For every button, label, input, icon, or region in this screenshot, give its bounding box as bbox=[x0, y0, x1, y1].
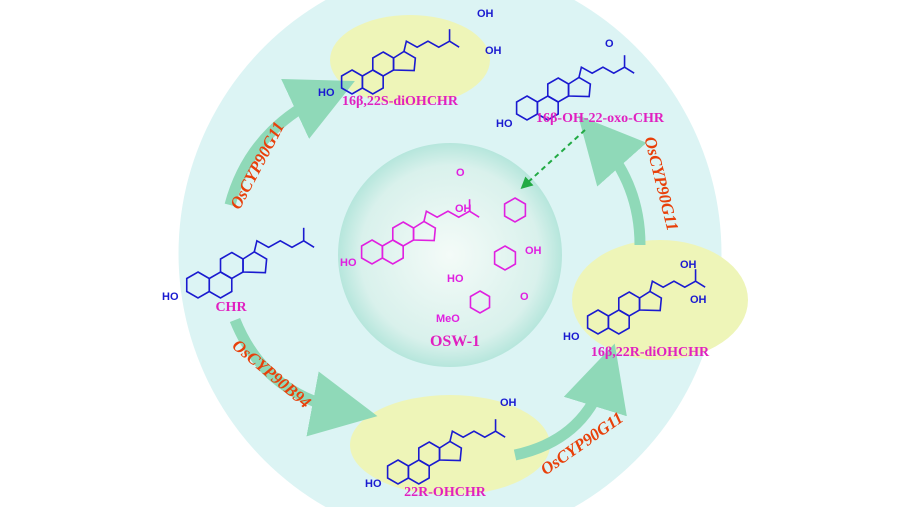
highlight-22r-oh bbox=[350, 395, 550, 495]
atom-label: O bbox=[456, 167, 465, 179]
highlight-22r-diol bbox=[572, 240, 748, 360]
compound-label-22s-diol: 16β,22S-diOHCHR bbox=[342, 94, 459, 109]
atom-label: MeO bbox=[436, 313, 460, 325]
atom-label: OH bbox=[680, 259, 697, 271]
atom-label: OH bbox=[477, 8, 494, 20]
atom-label: HO bbox=[162, 291, 179, 303]
arrow-chr-to-22s bbox=[224, 79, 355, 207]
atom-label: HO bbox=[340, 257, 357, 269]
compound-label-oxo: 16β-OH-22-oxo-CHR bbox=[536, 111, 665, 126]
atom-label: OH bbox=[455, 203, 472, 215]
atom-label: HO bbox=[496, 118, 513, 130]
chr-molecule-ring-d bbox=[242, 250, 268, 274]
arrow-diol-to-oxo bbox=[578, 115, 647, 246]
arrow-22r-to-diol bbox=[513, 343, 627, 461]
atom-label: O bbox=[520, 291, 529, 303]
atom-label: HO bbox=[318, 87, 335, 99]
arrow-chr-to-22r bbox=[229, 317, 378, 437]
diol-22r-molecule-ring-d bbox=[638, 290, 663, 312]
compound-label-chr: CHR bbox=[215, 300, 247, 315]
oxo-molecule-ring-d bbox=[567, 76, 592, 98]
atom-label: OH bbox=[500, 397, 517, 409]
center-sphere bbox=[338, 143, 562, 367]
osw1-sugar-1 bbox=[503, 197, 527, 223]
compound-label-osw1: OSW-1 bbox=[430, 333, 480, 350]
compound-label-22r-oh: 22R-OHCHR bbox=[404, 485, 487, 500]
atom-label: O bbox=[605, 38, 614, 50]
ohchr-22r-molecule-ring-d bbox=[438, 440, 463, 462]
atom-label: OH bbox=[485, 45, 502, 57]
osw1-benzoyl-ring bbox=[469, 290, 491, 314]
highlight-22s bbox=[330, 15, 490, 105]
diol-22s-molecule-ring-d bbox=[392, 50, 417, 72]
atom-label: HO bbox=[365, 478, 382, 490]
atom-label: HO bbox=[563, 331, 580, 343]
atom-label: HO bbox=[447, 273, 464, 285]
osw1-sugar-2 bbox=[493, 245, 517, 271]
osw1-molecule-ring-d bbox=[412, 220, 437, 242]
atom-label: OH bbox=[525, 245, 542, 257]
atom-label: OH bbox=[690, 294, 707, 306]
dashed-arrow-to-osw1 bbox=[520, 129, 586, 190]
compound-label-22r-diol: 16β,22R-diOHCHR bbox=[591, 345, 710, 360]
